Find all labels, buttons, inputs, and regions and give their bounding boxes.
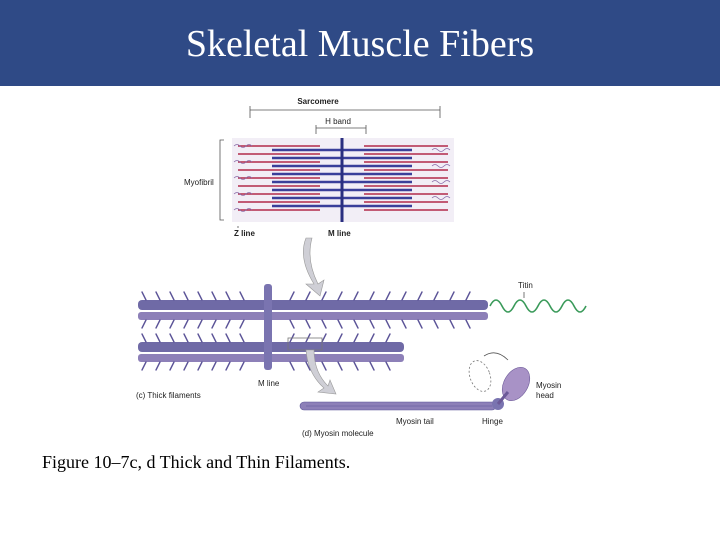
label-hinge: Hinge [482,417,503,426]
figure-caption: Figure 10–7c, d Thick and Thin Filaments… [42,452,350,473]
slide-title: Skeletal Muscle Fibers [0,22,720,66]
zoom-arrow-1 [303,238,324,296]
label-myosin-molecule: (d) Myosin molecule [302,429,374,438]
title-bar: Skeletal Muscle Fibers [0,0,720,86]
label-m-line-top: M line [328,229,351,238]
label-myosin-head-2: head [536,391,554,400]
figure-illustration: Sarcomere H band Myofibril [120,88,600,442]
label-titin: Titin [518,281,533,290]
sarcomere-band [232,138,454,222]
thick-filaments-panel [138,284,586,370]
titin-coil [490,300,586,312]
label-myofibril: Myofibril [184,178,214,187]
label-h-band: H band [325,117,351,126]
label-myosin-tail: Myosin tail [396,417,434,426]
label-z-line: Z line [234,229,255,238]
label-myosin-head: Myosin [536,381,561,390]
label-thick-filaments: (c) Thick filaments [136,391,201,400]
label-m-line-mid: M line [258,379,280,388]
label-sarcomere: Sarcomere [297,97,339,106]
